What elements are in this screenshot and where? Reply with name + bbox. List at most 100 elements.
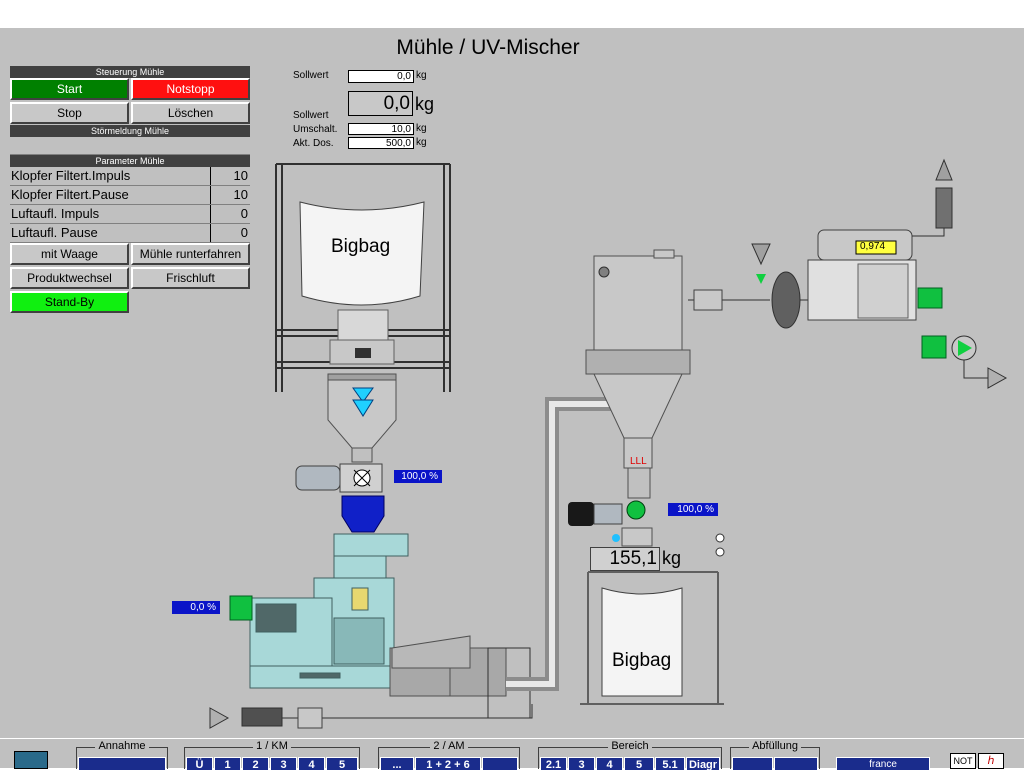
nav-km-button[interactable]: 1 xyxy=(214,757,241,771)
param-value[interactable]: 10 xyxy=(210,186,250,204)
nav-am-button[interactable] xyxy=(482,757,518,771)
discharge-icon xyxy=(355,348,371,358)
nav-abfuellung-button[interactable] xyxy=(774,757,818,771)
nav-bereich-button[interactable]: Diagr xyxy=(686,757,720,771)
mill-motor-icon xyxy=(229,595,253,621)
transport-pipe xyxy=(506,397,612,691)
language-button[interactable]: france xyxy=(836,757,930,771)
param-value[interactable]: 0 xyxy=(210,224,250,242)
param-row: Klopfer Filtert.Pause 10 xyxy=(10,186,250,205)
param-label: Klopfer Filtert.Pause xyxy=(11,187,129,202)
umschalt-label-1: Sollwert xyxy=(293,110,329,121)
nav-am-button[interactable]: 1 + 2 + 6 xyxy=(415,757,481,771)
nav-group-km: 1 / KM xyxy=(184,740,360,769)
mill-speed-readout: 0,0 % xyxy=(172,601,220,614)
blue-reducer xyxy=(341,495,385,533)
globe-icon[interactable] xyxy=(14,751,48,769)
nav-am-button[interactable]: ... xyxy=(380,757,414,771)
param-label: Luftaufl. Impuls xyxy=(11,206,100,221)
weight-unit: kg xyxy=(662,548,682,568)
muehle-runterfahren-button[interactable]: Mühle runterfahren xyxy=(131,243,250,265)
sollwert-label: Sollwert xyxy=(293,70,329,81)
umschalt-label-2: Umschalt. xyxy=(293,124,338,135)
sollwert-field[interactable]: 0,0 xyxy=(348,70,414,83)
umschalt-unit: kg xyxy=(416,123,427,134)
akt-dos-unit: kg xyxy=(416,137,427,148)
param-row: Klopfer Filtert.Impuls 10 xyxy=(10,167,250,186)
notstopp-button[interactable]: Notstopp xyxy=(131,78,250,100)
nav-bereich-button[interactable]: 2.1 xyxy=(540,757,567,771)
nav-group-annahme: Annahme xyxy=(76,740,168,769)
nav-group-abfuellung: Abfüllung xyxy=(730,740,820,769)
bottom-navigation: Annahme 1 / KM Ü 1 2 3 4 5 2 / AM ... 1 … xyxy=(0,738,1024,771)
big-weight-display: 0,0 xyxy=(348,91,413,116)
mit-waage-button[interactable]: mit Waage xyxy=(10,243,129,265)
nav-group-label: 1 / KM xyxy=(253,740,291,752)
hmi-screen: Mühle / UV-Mischer Steuerung Mühle Start… xyxy=(0,28,1024,768)
nav-bereich-button[interactable]: 5.1 xyxy=(655,757,685,771)
feeder-motor-icon xyxy=(295,465,341,491)
process-diagram: LLL xyxy=(209,158,1008,729)
param-value[interactable]: 10 xyxy=(210,167,250,185)
nav-group-label: Annahme xyxy=(95,740,149,752)
weight-display: 155,1 xyxy=(590,547,660,571)
param-value[interactable]: 0 xyxy=(210,205,250,223)
stop-button[interactable]: Stop xyxy=(10,102,129,124)
start-button[interactable]: Start xyxy=(10,78,129,100)
horn-icon[interactable]: ℎ xyxy=(978,753,1004,769)
nav-group-label: Abfüllung xyxy=(749,740,801,752)
filter-readout: 0,974 xyxy=(860,241,886,252)
not-button[interactable]: NOT xyxy=(950,753,976,769)
inlet-valve-icon xyxy=(297,707,323,729)
nav-km-button[interactable]: Ü xyxy=(186,757,213,771)
nav-km-button[interactable]: 3 xyxy=(270,757,297,771)
header-stoermeldung: Störmeldung Mühle xyxy=(10,125,250,137)
produktwechsel-button[interactable]: Produktwechsel xyxy=(10,267,129,289)
nav-km-button[interactable]: 4 xyxy=(298,757,325,771)
nav-bereich-button[interactable]: 5 xyxy=(624,757,654,771)
cyclone-silo xyxy=(585,249,691,547)
bigbag-frame-right xyxy=(580,571,724,705)
blower-motor-icon xyxy=(917,287,943,309)
svg-text:LLL: LLL xyxy=(630,456,647,467)
nav-group-label: Bereich xyxy=(608,740,652,752)
param-label: Klopfer Filtert.Impuls xyxy=(11,168,131,183)
akt-dos-field[interactable]: 500,0 xyxy=(348,137,414,149)
frischluft-button[interactable]: Frischluft xyxy=(131,267,250,289)
nav-bereich-button[interactable]: 3 xyxy=(568,757,595,771)
param-row: Luftaufl. Pause 0 xyxy=(10,224,250,243)
air-valve-icon xyxy=(693,289,723,311)
bigbag-left-label: Bigbag xyxy=(331,236,391,257)
flow-down-icon xyxy=(352,399,374,417)
umschalt-field[interactable]: 10,0 xyxy=(348,123,414,135)
filter-icon xyxy=(771,271,801,329)
nav-bereich-button[interactable]: 4 xyxy=(596,757,623,771)
nav-group-label: 2 / AM xyxy=(430,740,468,752)
header-steuerung: Steuerung Mühle xyxy=(10,66,250,78)
nav-km-button[interactable]: 5 xyxy=(326,757,358,771)
feeder-speed-readout: 100,0 % xyxy=(394,470,442,483)
header-parameter: Parameter Mühle xyxy=(10,155,250,167)
nav-annahme-button[interactable] xyxy=(78,757,166,771)
conveyor xyxy=(389,635,531,719)
page-title: Mühle / UV-Mischer xyxy=(396,36,580,59)
rotary-valve-icon xyxy=(626,500,646,520)
bigbag-right-label: Bigbag xyxy=(612,650,672,671)
param-row: Luftaufl. Impuls 0 xyxy=(10,205,250,224)
param-label: Luftaufl. Pause xyxy=(11,225,98,240)
bigbag-left-icon xyxy=(299,201,425,306)
nav-km-button[interactable]: 2 xyxy=(242,757,269,771)
nav-group-am: 2 / AM xyxy=(378,740,520,769)
filter-readout-box xyxy=(855,240,897,255)
valve-speed-readout: 100,0 % xyxy=(668,503,718,516)
sollwert-unit: kg xyxy=(416,70,427,81)
bigbag-right-icon xyxy=(601,587,683,697)
loeschen-button[interactable]: Löschen xyxy=(131,102,250,124)
akt-dos-label: Akt. Dos. xyxy=(293,138,334,149)
nav-group-bereich: Bereich xyxy=(538,740,722,769)
big-weight-unit: kg xyxy=(415,94,435,114)
stoermeldung-field xyxy=(10,137,250,155)
nav-abfuellung-button[interactable] xyxy=(732,757,773,771)
valve-motor-icon xyxy=(568,502,594,526)
standby-button[interactable]: Stand-By xyxy=(10,291,129,313)
